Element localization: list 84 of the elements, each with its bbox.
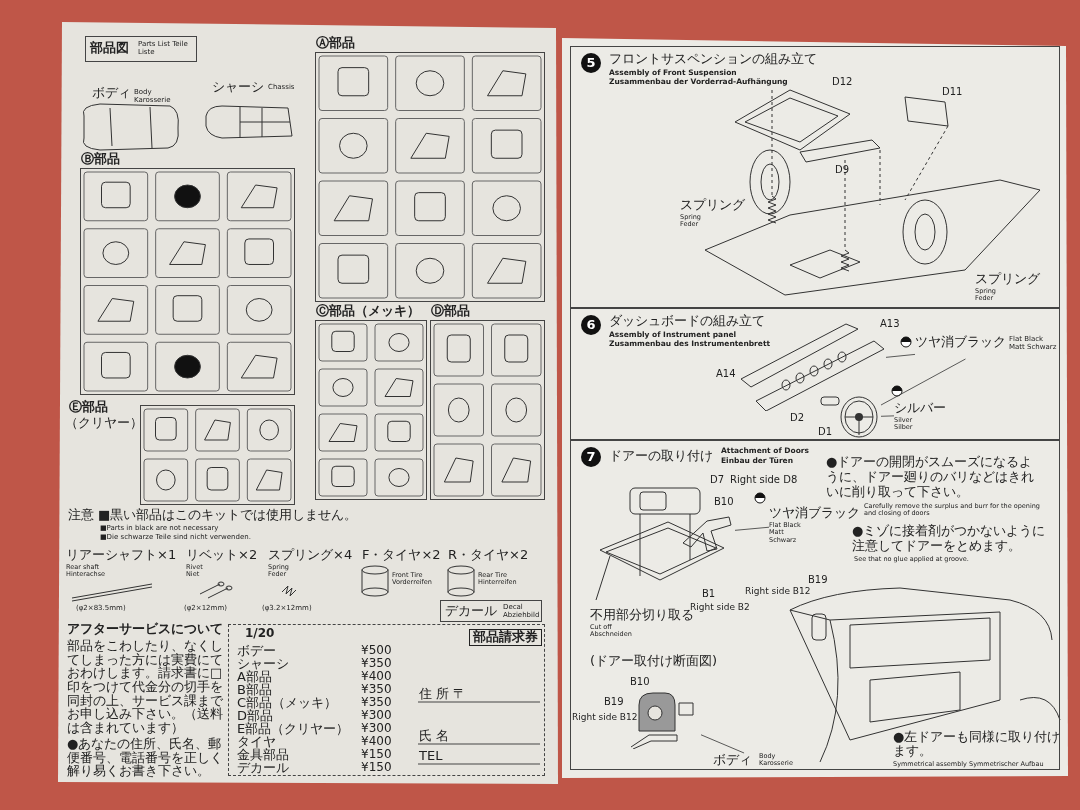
part-label: スプリング [680, 198, 745, 213]
note-text: 注意 [68, 508, 94, 523]
part-number: D9 [835, 164, 850, 176]
note-text: ●ドアーの開閉がスムーズになるように、ドアー廻りのバリなどはきれいに削り取って下さい。 [826, 455, 1035, 500]
phone-field-label: TEL [419, 749, 443, 764]
part-name: B部品 [237, 683, 272, 697]
leader-line [880, 415, 895, 417]
part-name: 金具部品 [237, 748, 289, 762]
part-label: シャーシ [212, 80, 264, 95]
leader-line [700, 734, 745, 754]
price: ¥400 [361, 735, 392, 749]
step-panel [570, 308, 1060, 440]
sprue-heading: Ⓐ部品 [316, 36, 355, 51]
part-number: D7 [710, 474, 725, 486]
part-number: Right side D8 [730, 474, 798, 486]
price: ¥150 [361, 761, 392, 775]
note-paragraph: ●あなたの住所、氏名、郵便番号、電話番号を正しく解り易くお書き下さい。 [67, 737, 224, 778]
paint-name: ツヤ消ブラック [915, 335, 1006, 350]
diagram-caption: (ドアー取付け断面図) [590, 654, 718, 669]
price: ¥350 [361, 683, 392, 697]
note-text: ●ミゾに接着剤がつかないように注意してドアーをとめます。 [852, 524, 1047, 554]
part-number: B19 [604, 696, 624, 708]
part-label: F・タイヤ×2 [362, 548, 441, 563]
step-title: ドアーの取り付け [609, 449, 713, 464]
name-field-label: 氏 名 [419, 729, 450, 744]
leader-line [885, 354, 916, 358]
price: ¥350 [361, 696, 392, 710]
paint-name: ツヤ消ブラック [769, 506, 860, 521]
part-number: D2 [790, 412, 805, 424]
price: ¥350 [361, 657, 392, 671]
part-label: リアーシャフト×1 [66, 548, 177, 563]
part-number: B10 [630, 676, 650, 688]
leader-line [880, 358, 966, 406]
part-number: Right side B12 [572, 712, 638, 723]
sprue-heading: （クリヤー） [65, 416, 143, 431]
part-number: A13 [880, 318, 900, 330]
part-name: E部品（クリヤー） [237, 722, 350, 736]
price: ¥300 [361, 722, 392, 736]
title-box [85, 36, 197, 62]
price: ¥300 [361, 709, 392, 723]
leader-line [734, 526, 770, 531]
part-name: デカール [237, 761, 289, 776]
price: ¥400 [361, 670, 392, 684]
sprue-heading: Ⓓ部品 [431, 304, 470, 319]
part-name: C部品（メッキ） [237, 696, 338, 710]
order-form [228, 624, 545, 776]
part-label: スプリング [975, 272, 1040, 287]
part-label: スプリング×4 [268, 548, 353, 563]
part-number: A14 [716, 368, 736, 380]
part-name: タイヤ [237, 735, 276, 749]
address-field-label: 住 所 〒 [419, 687, 467, 702]
scale-text: 1/20 [245, 627, 275, 641]
part-number: D11 [942, 86, 963, 98]
part-name: シャーシ [237, 657, 289, 671]
note-text: ●左ドアーも同様に取り付けます。 [893, 730, 1061, 759]
part-number: B19 [808, 574, 828, 586]
part-number: B1 [702, 588, 716, 600]
price: ¥150 [361, 748, 392, 762]
part-label: ボディ [92, 86, 131, 101]
form-badge: 部品請求券 [469, 629, 542, 646]
part-number: B10 [714, 496, 734, 508]
note-text: ■黒い部品はこのキットでは使用しません。 [98, 508, 358, 523]
part-label: リベット×2 [186, 548, 258, 563]
steering-wheel-drawing [837, 395, 881, 439]
price: ¥500 [361, 644, 392, 658]
step-title: フロントサスペンションの組み立て [609, 52, 817, 67]
paint-name: シルバー [894, 401, 946, 416]
step-panel [570, 46, 1060, 308]
part-name: ボデー [237, 644, 276, 659]
part-label: R・タイヤ×2 [448, 548, 529, 563]
body-label: ボディ [713, 753, 752, 768]
sprue-heading: Ⓒ部品（メッキ） [316, 304, 420, 319]
part-name: A部品 [237, 670, 272, 684]
sprue-heading: Ⓔ部品 [69, 400, 108, 415]
sprue-heading: Ⓑ部品 [81, 152, 120, 167]
part-number: D12 [832, 76, 853, 88]
step-title: ダッシュボードの組み立て [609, 314, 765, 329]
part-number: D1 [818, 426, 833, 438]
decal-name: デカール [445, 604, 497, 619]
section-heading: 部品図 [90, 41, 129, 56]
step-panel [570, 440, 1060, 770]
part-name: D部品 [237, 709, 273, 723]
part-number: Right side B12 [745, 586, 811, 597]
decal-box [440, 600, 542, 622]
